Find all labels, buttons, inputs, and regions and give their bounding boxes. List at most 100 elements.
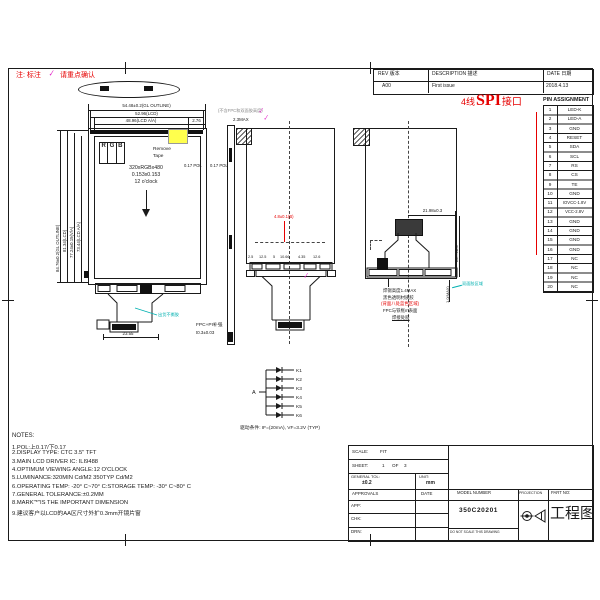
- pin-number: 13: [547, 218, 553, 224]
- title-block: [348, 445, 594, 542]
- pin-number: 19: [547, 274, 553, 280]
- top-profile-view: [78, 81, 180, 98]
- fpc-thickness-label: t0.3±0.03: [196, 329, 215, 335]
- dim-height-va: 77.24±0.15(V/A): [69, 226, 74, 258]
- title-line: [415, 473, 416, 489]
- pin-name: GND: [569, 246, 580, 252]
- backlight-circuit: A K1 K2 K3 K4 K5 K6: [252, 367, 302, 419]
- pin-name: GND: [569, 218, 580, 224]
- frame-tick: [2, 300, 14, 301]
- confirm-note-suffix: 请重点确认: [60, 72, 95, 79]
- top-profile-pad: [100, 86, 109, 91]
- remove-tape-label: Remove: [153, 147, 171, 152]
- pin-number: 3: [548, 125, 552, 131]
- right-fpc-component: [377, 258, 388, 270]
- pin-number: 9: [548, 181, 552, 187]
- rgb-g-label: G: [108, 143, 117, 163]
- pin-name: NC: [571, 265, 578, 271]
- red-marker-line: [536, 112, 537, 255]
- title-line: [348, 489, 592, 490]
- active-area-outline: [94, 136, 201, 279]
- solder-note-3: (背面八处蓝色区域): [381, 301, 420, 306]
- sheet-label: SHEET:: [352, 463, 369, 468]
- right-view-outline: [365, 128, 457, 279]
- approvals-label: APPROVALS: [352, 491, 379, 496]
- dim-ext-line: [205, 104, 206, 128]
- pin-number: 6: [548, 153, 552, 159]
- note-line: 9.建议客户以LCD的AA区尺寸外扩0.3mm开镜片窗: [12, 511, 141, 518]
- pin-table-divider: [557, 105, 558, 291]
- rev-header: REV 版本: [378, 71, 400, 77]
- note-line: 4.OPTIMUM VIEWING ANGLE:12 O'CLOCK: [12, 466, 128, 473]
- frame-tick: [370, 534, 371, 546]
- pin-number: 7: [548, 162, 552, 168]
- pin-name: RESET: [566, 135, 583, 141]
- back-dim: 5: [273, 255, 276, 259]
- side-view-pol-top: [228, 148, 232, 162]
- revision-table: [373, 69, 594, 95]
- cathode-label: K3: [296, 386, 302, 392]
- dim-ext-line: [94, 118, 95, 134]
- clock-direction-label: 12 o'clock: [134, 179, 158, 185]
- resolution-label: 320xRGBx480: [129, 165, 163, 171]
- back-dim: 10.66: [280, 255, 290, 259]
- back-dim: 12.6: [313, 255, 321, 259]
- unit-label: UNIT:: [419, 474, 429, 479]
- title-line: [348, 459, 448, 460]
- dim-height-outline: 84.76±0.2(GL OUTLINE): [55, 224, 60, 272]
- model-number-label: MODEL NUMBER: [457, 490, 492, 495]
- fpc-component: [140, 284, 152, 294]
- fpc-connector: [112, 324, 136, 330]
- dim-ext-line: [103, 334, 104, 340]
- title-line: [348, 526, 448, 528]
- date-header: DATE 日期: [547, 71, 572, 77]
- front-corner-tab: [84, 271, 89, 278]
- pin-name: NC: [571, 255, 578, 261]
- title-line: [348, 473, 448, 474]
- leader-line: [388, 278, 389, 287]
- side-view-connector: [227, 332, 233, 342]
- thickness-dim: 2.3MAX: [233, 117, 249, 122]
- title-line: [348, 513, 448, 514]
- dim-line: [449, 280, 450, 302]
- thickness-note: (不含FPC和双面胶高度): [218, 108, 263, 113]
- dim-ext-line: [188, 118, 189, 134]
- dim-ic-height: 20.7±0.3: [454, 245, 459, 262]
- frame-line: [8, 68, 592, 69]
- back-fpc-assembly: [246, 262, 336, 331]
- dim-tape-thickness: 1.0(MAX): [445, 286, 450, 303]
- title-line: [448, 445, 449, 540]
- date-value: 2018.4.13: [546, 83, 569, 89]
- viewing-direction-arrowhead-icon: [141, 209, 150, 217]
- backlight-condition: 驱动条件: IF=(20mA), VF=3.2V (TYP): [240, 426, 320, 431]
- title-line: [448, 528, 518, 529]
- stamp-icon: ✓: [302, 272, 310, 281]
- pin-name: IOVCC-1.8V: [562, 200, 587, 206]
- dim-line: [88, 110, 205, 111]
- dim-ext-line: [158, 334, 159, 340]
- spi-suffix: 接口: [501, 97, 522, 108]
- side-view-pol-bottom: [228, 235, 232, 249]
- back-dim: 4.35: [298, 255, 306, 259]
- sheet-total: 3: [404, 463, 407, 468]
- dim-width-lcd: 52.96(LCD): [135, 111, 158, 116]
- dim-height-lcd: 81.34(LCD): [62, 229, 67, 252]
- chk-row-label: CHK:: [351, 516, 362, 521]
- front-fpc-tail: [95, 283, 201, 333]
- rgb-b-label: B: [118, 143, 123, 149]
- frame-line: [8, 540, 592, 541]
- note-line: 6.OPERATING TEMP: -20° C~70° C:STORAGE T…: [12, 483, 191, 490]
- solder-note-5: 焊接处胶: [392, 315, 410, 320]
- dim-width-aa: 48.96(LCD A/A): [125, 118, 157, 123]
- projection-symbol-icon: [520, 509, 546, 523]
